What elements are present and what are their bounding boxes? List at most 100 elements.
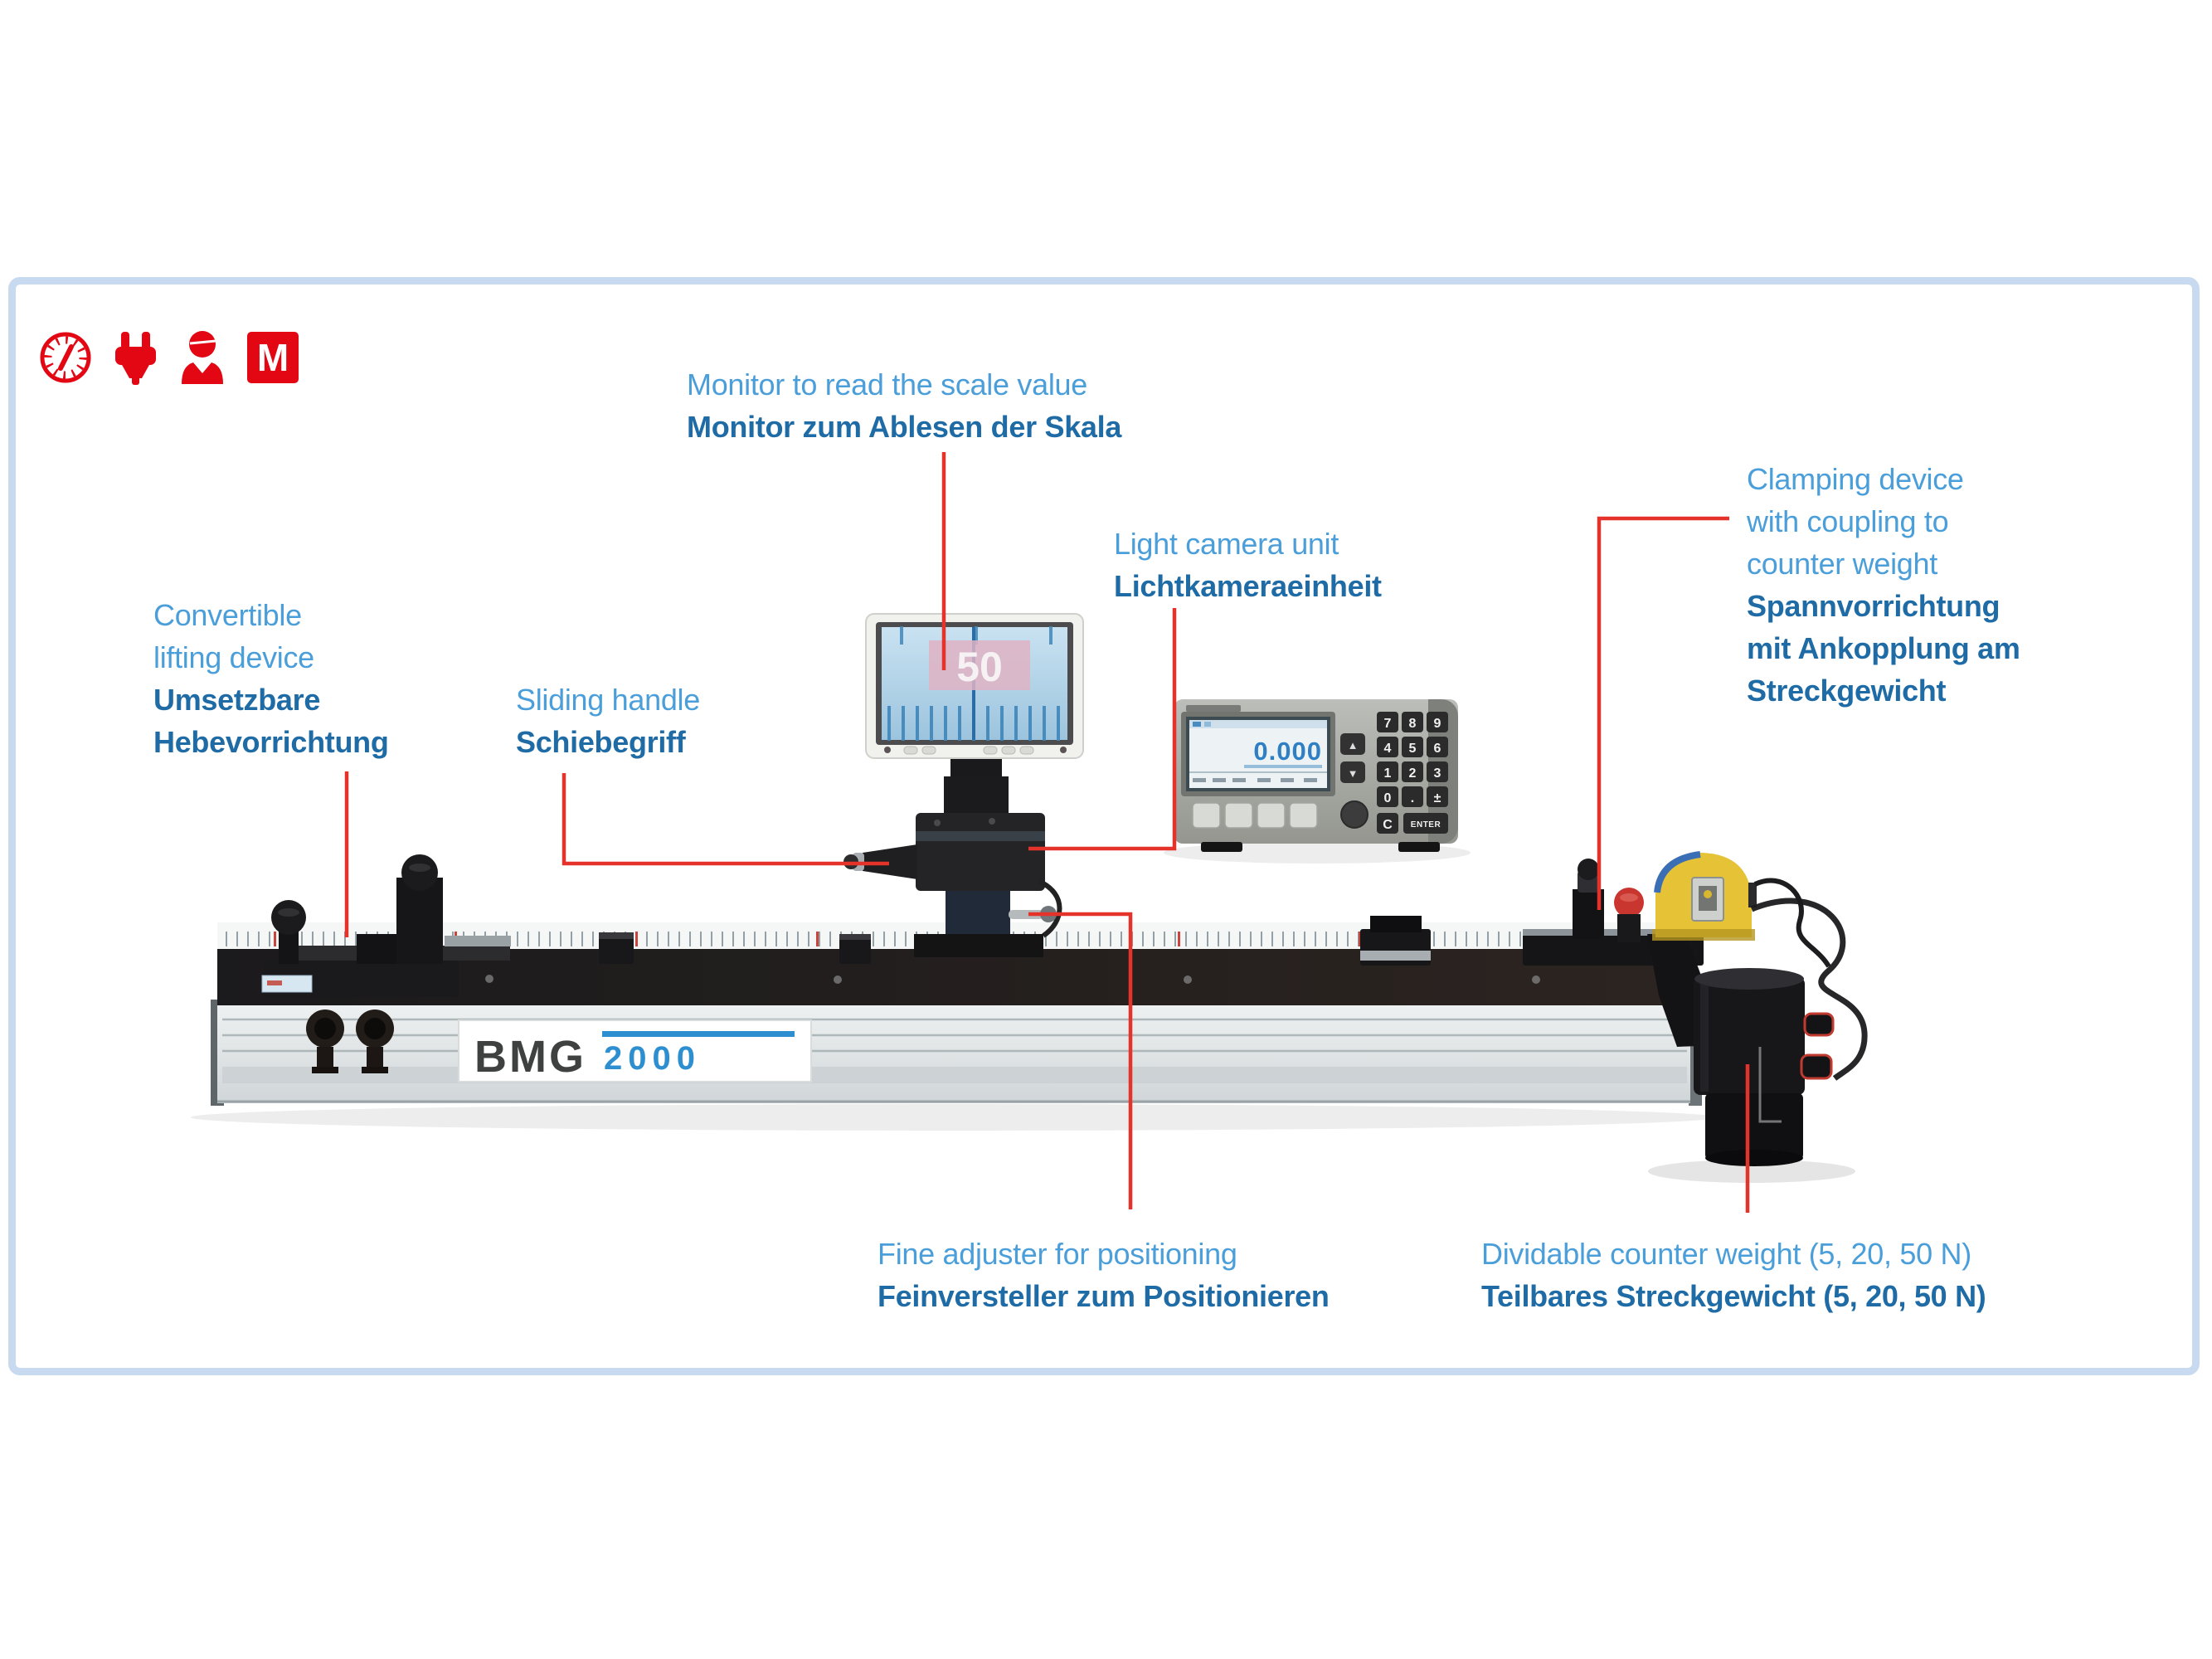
label-line: mit Ankopplung am [1747, 631, 2020, 665]
keypad-key [1427, 761, 1448, 782]
sliding-handle [863, 844, 917, 879]
brand-underline [602, 1031, 795, 1037]
plug-icon [114, 332, 158, 385]
keypad-key [1427, 786, 1448, 807]
rail-stops [599, 916, 1431, 966]
label-line: with coupling to [1747, 504, 1949, 538]
function-key [1340, 800, 1369, 829]
label-fine-adjuster: Fine adjuster for positioning Feinverste… [878, 1233, 1330, 1317]
camera-cable [1037, 878, 1062, 938]
leader-lines [344, 452, 1750, 1213]
label-line: Lichtkameraeinheit [1114, 569, 1382, 603]
label-sliding-handle: Sliding handle Schiebegriff [516, 679, 700, 763]
readout-screen [1189, 720, 1327, 788]
monitor: 50 [865, 613, 1084, 818]
keypad-key-clear [1377, 813, 1398, 834]
key-label: ± [1434, 791, 1441, 805]
label-line: Hebevorrichtung [153, 725, 389, 759]
leader-sliding-handle [562, 773, 889, 866]
label-line: lifting device [153, 640, 314, 674]
keypad-key [1427, 737, 1448, 757]
label-line: Dividable counter weight (5, 20, 50 N) [1481, 1237, 1971, 1271]
lifting-device [261, 854, 511, 1073]
arrow-up-glyph: ▲ [1348, 739, 1359, 752]
nameplate-plate [458, 1019, 812, 1082]
label-line: Teilbares Streckgewicht (5, 20, 50 N) [1481, 1279, 1986, 1313]
key-label: . [1411, 791, 1414, 805]
nameplate: BMG 2000 [458, 1019, 812, 1082]
label-light-camera-unit: Light camera unit Lichtkameraeinheit [1114, 523, 1382, 607]
label-line: Monitor to read the scale value [687, 367, 1087, 401]
readout-value: 0.000 [1253, 737, 1322, 766]
coiled-cable [1750, 898, 1868, 1081]
label-line: counter weight [1747, 547, 1937, 581]
keypad-key [1377, 712, 1398, 732]
operator-icon [179, 328, 227, 385]
arrow-down-glyph: ▼ [1348, 767, 1359, 780]
key-label: 2 [1409, 766, 1417, 781]
keypad-key-enter [1403, 813, 1448, 834]
keypad-key [1402, 737, 1423, 757]
leader-fine-adjuster [1028, 912, 1133, 1209]
upper-weight-drum [1694, 977, 1805, 1095]
key-label: 6 [1434, 742, 1441, 756]
key-label: 4 [1384, 742, 1392, 756]
softkey [1257, 802, 1286, 829]
cable-connector [1803, 1012, 1835, 1037]
label-line: Feinversteller zum Positionieren [878, 1279, 1330, 1313]
weight-shadow [1648, 1160, 1855, 1183]
key-label: 7 [1384, 717, 1392, 731]
label-line: Schiebegriff [516, 725, 686, 759]
key-label: 5 [1409, 742, 1417, 756]
label-clamping-device: Clamping device with coupling to counter… [1747, 458, 2020, 712]
softkey [1192, 802, 1221, 829]
camera-carriage [843, 776, 1062, 957]
tape-strap [1753, 878, 1831, 968]
keypad-key [1377, 761, 1398, 782]
key-label: 0 [1384, 791, 1392, 805]
keypad-key [1427, 712, 1448, 732]
leader-clamping [1597, 516, 1729, 910]
label-line: Monitor zum Ablesen der Skala [687, 410, 1122, 444]
leader-camera [1028, 608, 1177, 851]
label-line: Light camera unit [1114, 527, 1339, 561]
label-line: Convertible [153, 598, 302, 632]
softkey [1289, 802, 1318, 829]
gauge-icon [38, 330, 93, 385]
keypad-key [1377, 737, 1398, 757]
key-label: C [1383, 818, 1393, 832]
keypad-key [1402, 761, 1423, 782]
key-label: 3 [1434, 766, 1441, 781]
label-line: Spannvorrichtung [1747, 589, 2001, 623]
label-line: Clamping device [1747, 462, 1964, 496]
lower-weight-drum [1705, 1093, 1803, 1160]
monitor-scale-value: 50 [956, 644, 1003, 690]
label-line: Umsetzbare [153, 683, 321, 717]
softkey [1224, 802, 1253, 829]
readout-unit: 0.000 ▲ ▼ [1174, 699, 1458, 852]
key-label: 8 [1409, 717, 1417, 731]
red-clamp-knob [1614, 888, 1644, 917]
key-label: ENTER [1411, 820, 1441, 830]
m-logo-letter: M [257, 336, 289, 379]
brand-text: BMG [474, 1032, 586, 1082]
label-monitor: Monitor to read the scale value Monitor … [687, 363, 1121, 448]
label-counter-weight: Dividable counter weight (5, 20, 50 N) T… [1481, 1233, 1986, 1317]
scale-value-highlight [929, 640, 1030, 690]
arrow-up-key [1340, 733, 1365, 755]
label-line: Streckgewicht [1747, 674, 1947, 708]
key-label: 9 [1434, 717, 1441, 731]
keypad-key [1377, 786, 1398, 807]
arrow-down-key [1340, 761, 1365, 783]
label-line: Fine adjuster for positioning [878, 1237, 1237, 1271]
panel-frame [8, 277, 2200, 1375]
label-line: Sliding handle [516, 683, 700, 717]
rail-shadow [191, 1104, 1717, 1131]
tape-measure [1652, 851, 1831, 968]
counter-weight [1694, 898, 1868, 1166]
label-lifting-device: Convertible lifting device Umsetzbare He… [153, 594, 389, 763]
keypad-key [1402, 786, 1423, 807]
keypad-key [1402, 712, 1423, 732]
